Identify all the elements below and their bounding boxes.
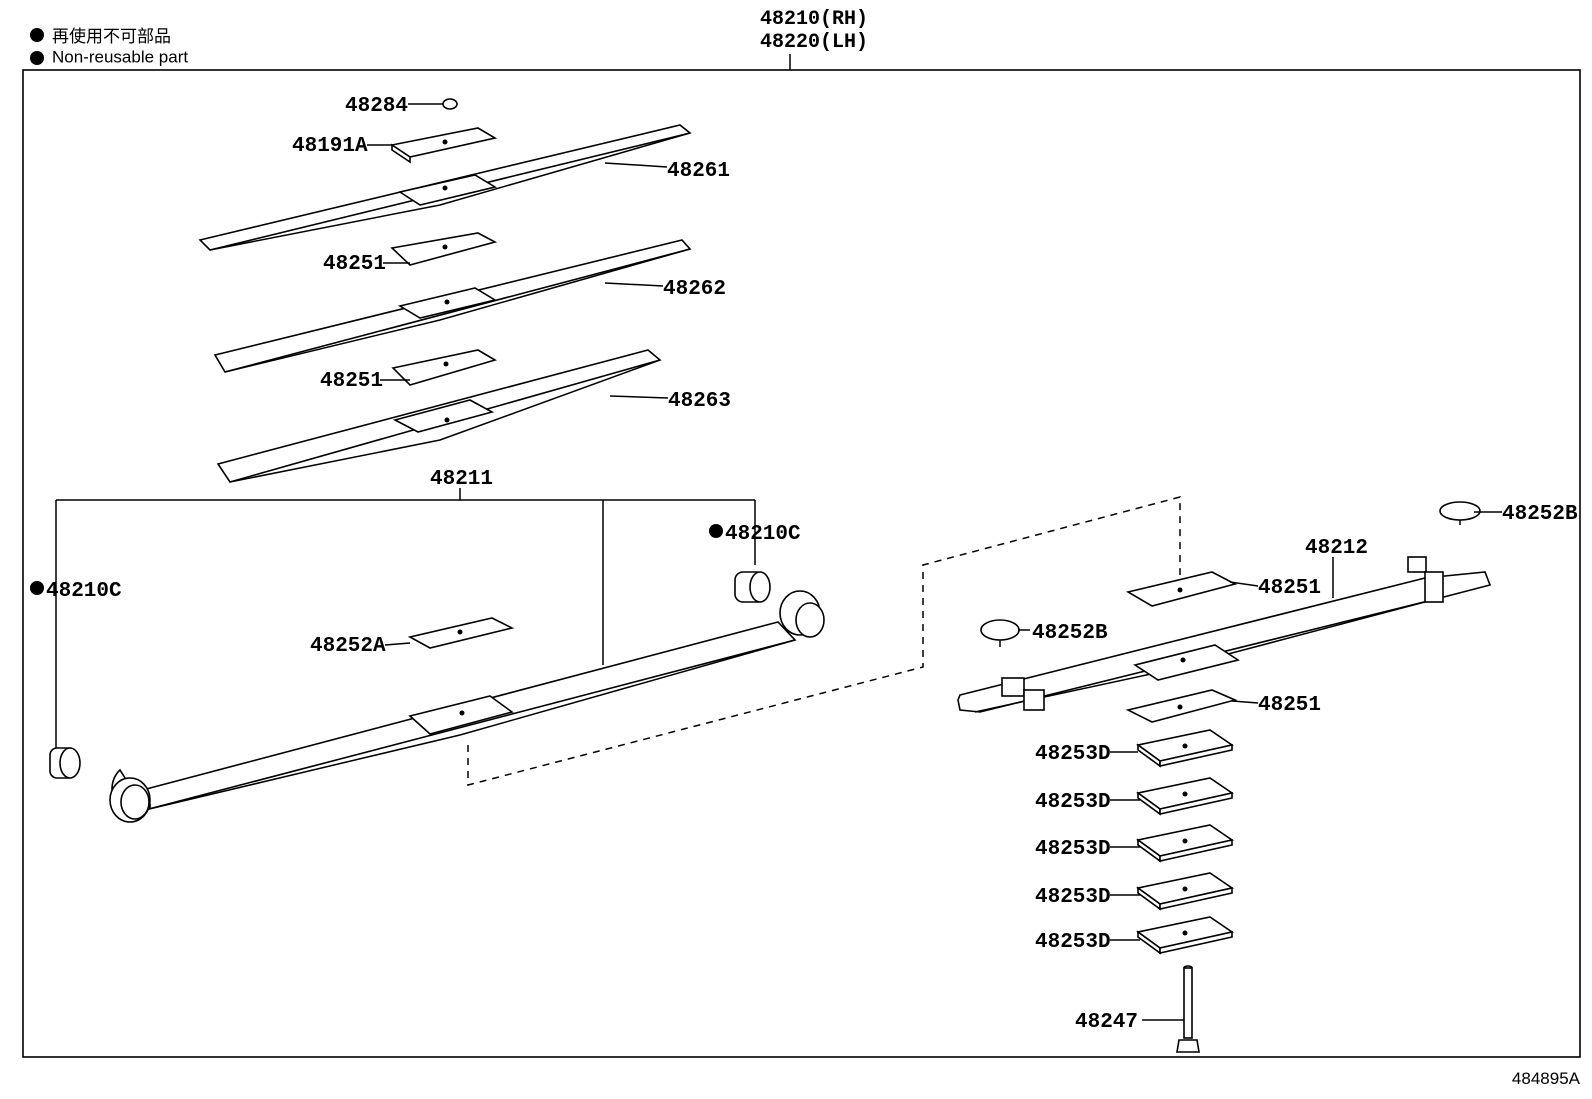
clip-48191A (389, 127, 498, 164)
label-48252A: 48252A (310, 635, 386, 658)
leaf-48263 (216, 349, 662, 483)
label-48253D-3: 48253D (1035, 838, 1111, 861)
dashed-connector (467, 496, 1181, 786)
label-48210C-left: 48210C (46, 580, 122, 603)
spacer-48253D-5 (1136, 916, 1234, 955)
assembly-number-rh: 48210(RH) (760, 8, 868, 31)
center-bolt-48247 (1176, 965, 1200, 1053)
label-48251-a: 48251 (323, 253, 386, 276)
leaf-48261 (198, 124, 692, 251)
label-48262: 48262 (663, 278, 726, 301)
cap-48252B-top (1439, 501, 1481, 525)
legend-en-text: Non-reusable part (52, 47, 189, 67)
non-reusable-dot-icon (30, 581, 44, 595)
label-48247: 48247 (1075, 1011, 1138, 1034)
label-48261: 48261 (667, 160, 730, 183)
pad-48251-c (1125, 571, 1238, 607)
label-48251-d: 48251 (1258, 694, 1321, 717)
non-reusable-dot-icon (709, 524, 723, 538)
label-48253D-4: 48253D (1035, 886, 1111, 909)
label-48211: 48211 (430, 468, 493, 491)
label-48210C-right: 48210C (725, 523, 801, 546)
figure-number: 484895A (1511, 1069, 1580, 1088)
label-48263: 48263 (668, 390, 731, 413)
label-48212: 48212 (1305, 537, 1368, 560)
label-48252B-mid: 48252B (1032, 622, 1108, 645)
spacer-48253D-2 (1136, 777, 1234, 816)
cap-48252B-mid (980, 619, 1020, 647)
rivet-48284 (442, 98, 458, 110)
label-48253D-5: 48253D (1035, 931, 1111, 954)
non-reusable-dot-icon (30, 50, 44, 65)
spacer-48253D-4 (1136, 872, 1234, 911)
bracket-48211 (55, 488, 756, 752)
label-48252B-top: 48252B (1502, 503, 1578, 526)
pad-48251-a (390, 232, 498, 266)
leader-lines (367, 103, 1502, 1021)
label-48251-b: 48251 (320, 370, 383, 393)
leaf-48262 (213, 239, 692, 373)
label-48191A: 48191A (292, 135, 368, 158)
legend-en: Non-reusable part (30, 47, 188, 68)
diagram-frame (22, 69, 1581, 1058)
legend-jp-text: 再使用不可部品 (52, 27, 171, 46)
helper-leaf-48212 (957, 556, 1492, 713)
pad-48252A (407, 617, 515, 649)
legend-jp: 再使用不可部品 (30, 22, 171, 47)
label-48251-c: 48251 (1258, 577, 1321, 600)
spacer-48253D-3 (1136, 824, 1234, 863)
label-48253D-2: 48253D (1035, 791, 1111, 814)
non-reusable-dot-icon (30, 27, 44, 42)
pad-48251-d (1125, 689, 1238, 723)
bushing-48210C-left (49, 747, 81, 779)
bushing-48210C-right (734, 571, 771, 603)
label-48284: 48284 (345, 95, 408, 118)
spacer-48253D-1 (1136, 729, 1234, 768)
main-leaf-48211 (109, 590, 825, 823)
assembly-number-lh: 48220(LH) (760, 31, 868, 54)
label-48253D-1: 48253D (1035, 743, 1111, 766)
